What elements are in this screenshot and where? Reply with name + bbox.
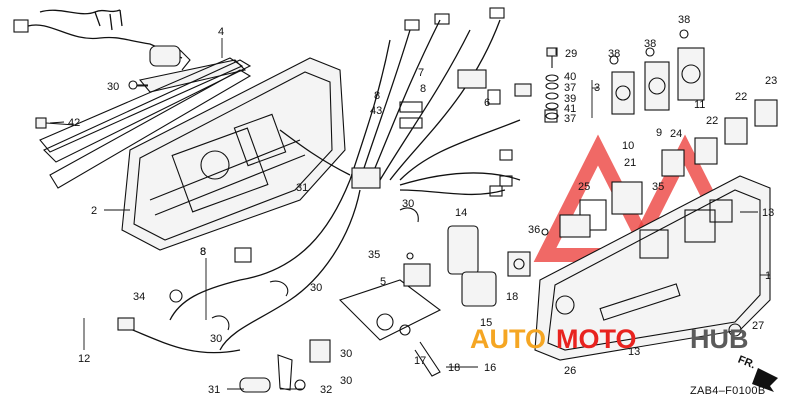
callout-37-a: 37 (564, 82, 576, 94)
callout-38-c: 38 (678, 14, 690, 26)
bolt-stack-26-40 (545, 47, 559, 120)
callout-30-d: 31 (296, 182, 308, 194)
callout-18-a: 17 (414, 355, 426, 367)
cover-rail (43, 59, 252, 189)
callout-5: 5 (380, 276, 386, 288)
callout-10: 10 (622, 140, 634, 152)
watermark-hub: HUB (690, 324, 749, 354)
callout-2: 2 (91, 205, 97, 217)
bracket-5 (403, 228, 549, 287)
callout-20: 21 (624, 157, 636, 169)
callout-11: 11 (694, 99, 705, 111)
callout-22-a: 23 (765, 75, 777, 87)
callout-38-b: 38 (644, 38, 656, 50)
switch-19 (507, 251, 531, 277)
watermark-moto: MOTO (556, 324, 637, 354)
callout-34: 35 (652, 181, 664, 193)
callout-32: 32 (320, 384, 332, 396)
callout-22-b: 24 (670, 128, 682, 140)
relay-16 (461, 271, 497, 307)
outlet-receptacles (609, 29, 705, 115)
panel-frame-housing (121, 57, 346, 251)
callout-18-b: 18 (448, 362, 460, 374)
callout-28: 30 (107, 81, 119, 93)
callout-37-b: 37 (564, 113, 576, 125)
clip-parts-29-32 (239, 339, 331, 393)
callout-38-a: 38 (608, 48, 620, 60)
callout-7: 7 (418, 67, 424, 79)
callout-14: 13 (762, 207, 774, 219)
callout-12: 12 (78, 353, 90, 365)
callout-33: 34 (133, 291, 145, 303)
callout-13: 13 (628, 346, 640, 358)
ignition-switch-17 (338, 279, 442, 377)
callout-35: 35 (368, 249, 380, 261)
callout-8-right: 8 (420, 83, 426, 95)
capacitor-15 (447, 225, 479, 275)
circuit-breakers (661, 99, 778, 177)
clamp-30s (169, 207, 419, 331)
callout-23: 25 (578, 181, 590, 193)
callout-labels: 4 30 42 2 8 34 12 30 30 30 31 31 32 30 3… (68, 14, 777, 396)
callout-42: 43 (370, 105, 382, 117)
callout-27: 30 (340, 375, 352, 387)
watermark-wordmark: AUTO MOTO HUB (470, 324, 749, 354)
callout-24: 26 (564, 365, 576, 377)
drawing-code: ZAB4–F0100B (690, 385, 765, 397)
callout-16: 15 (480, 317, 492, 329)
callout-9: 9 (656, 127, 662, 139)
callout-6: 6 (484, 97, 490, 109)
callout-41: 42 (68, 117, 80, 129)
leader-lines (49, 38, 770, 390)
callout-15: 14 (455, 207, 467, 219)
callout-30-c: 30 (210, 333, 222, 345)
callout-8-mid: 8 (374, 90, 380, 102)
callout-31: 31 (208, 384, 220, 396)
callout-8-harness: 8 (200, 246, 206, 258)
callout-21-b: 22 (706, 115, 718, 127)
callout-17: 16 (484, 362, 496, 374)
callout-25: 27 (752, 320, 764, 332)
front-panel (534, 175, 771, 361)
watermark-auto: AUTO (470, 324, 546, 354)
callout-30-b: 30 (310, 282, 322, 294)
callout-30-a: 30 (402, 198, 414, 210)
control-box-20 (559, 181, 643, 238)
callout-1: 1 (765, 270, 771, 282)
screw-28 (128, 80, 148, 90)
main-wire-harness (117, 7, 558, 354)
direction-label: FR. (736, 354, 757, 372)
front-light-bar (39, 57, 247, 153)
callout-19: 18 (506, 291, 518, 303)
callout-4: 4 (218, 26, 224, 38)
callout-36: 36 (528, 224, 540, 236)
callout-21-a: 22 (735, 91, 747, 103)
callout-26: 29 (565, 48, 577, 60)
callout-40-a: 40 (564, 71, 576, 83)
callout-29: 30 (340, 348, 352, 360)
callout-39: 39 (564, 93, 576, 105)
callout-3: 3 (594, 82, 600, 94)
harness-plug-assembly (13, 9, 191, 71)
callout-40-b: 41 (564, 103, 576, 115)
callout-8-left: 8 (200, 246, 206, 258)
